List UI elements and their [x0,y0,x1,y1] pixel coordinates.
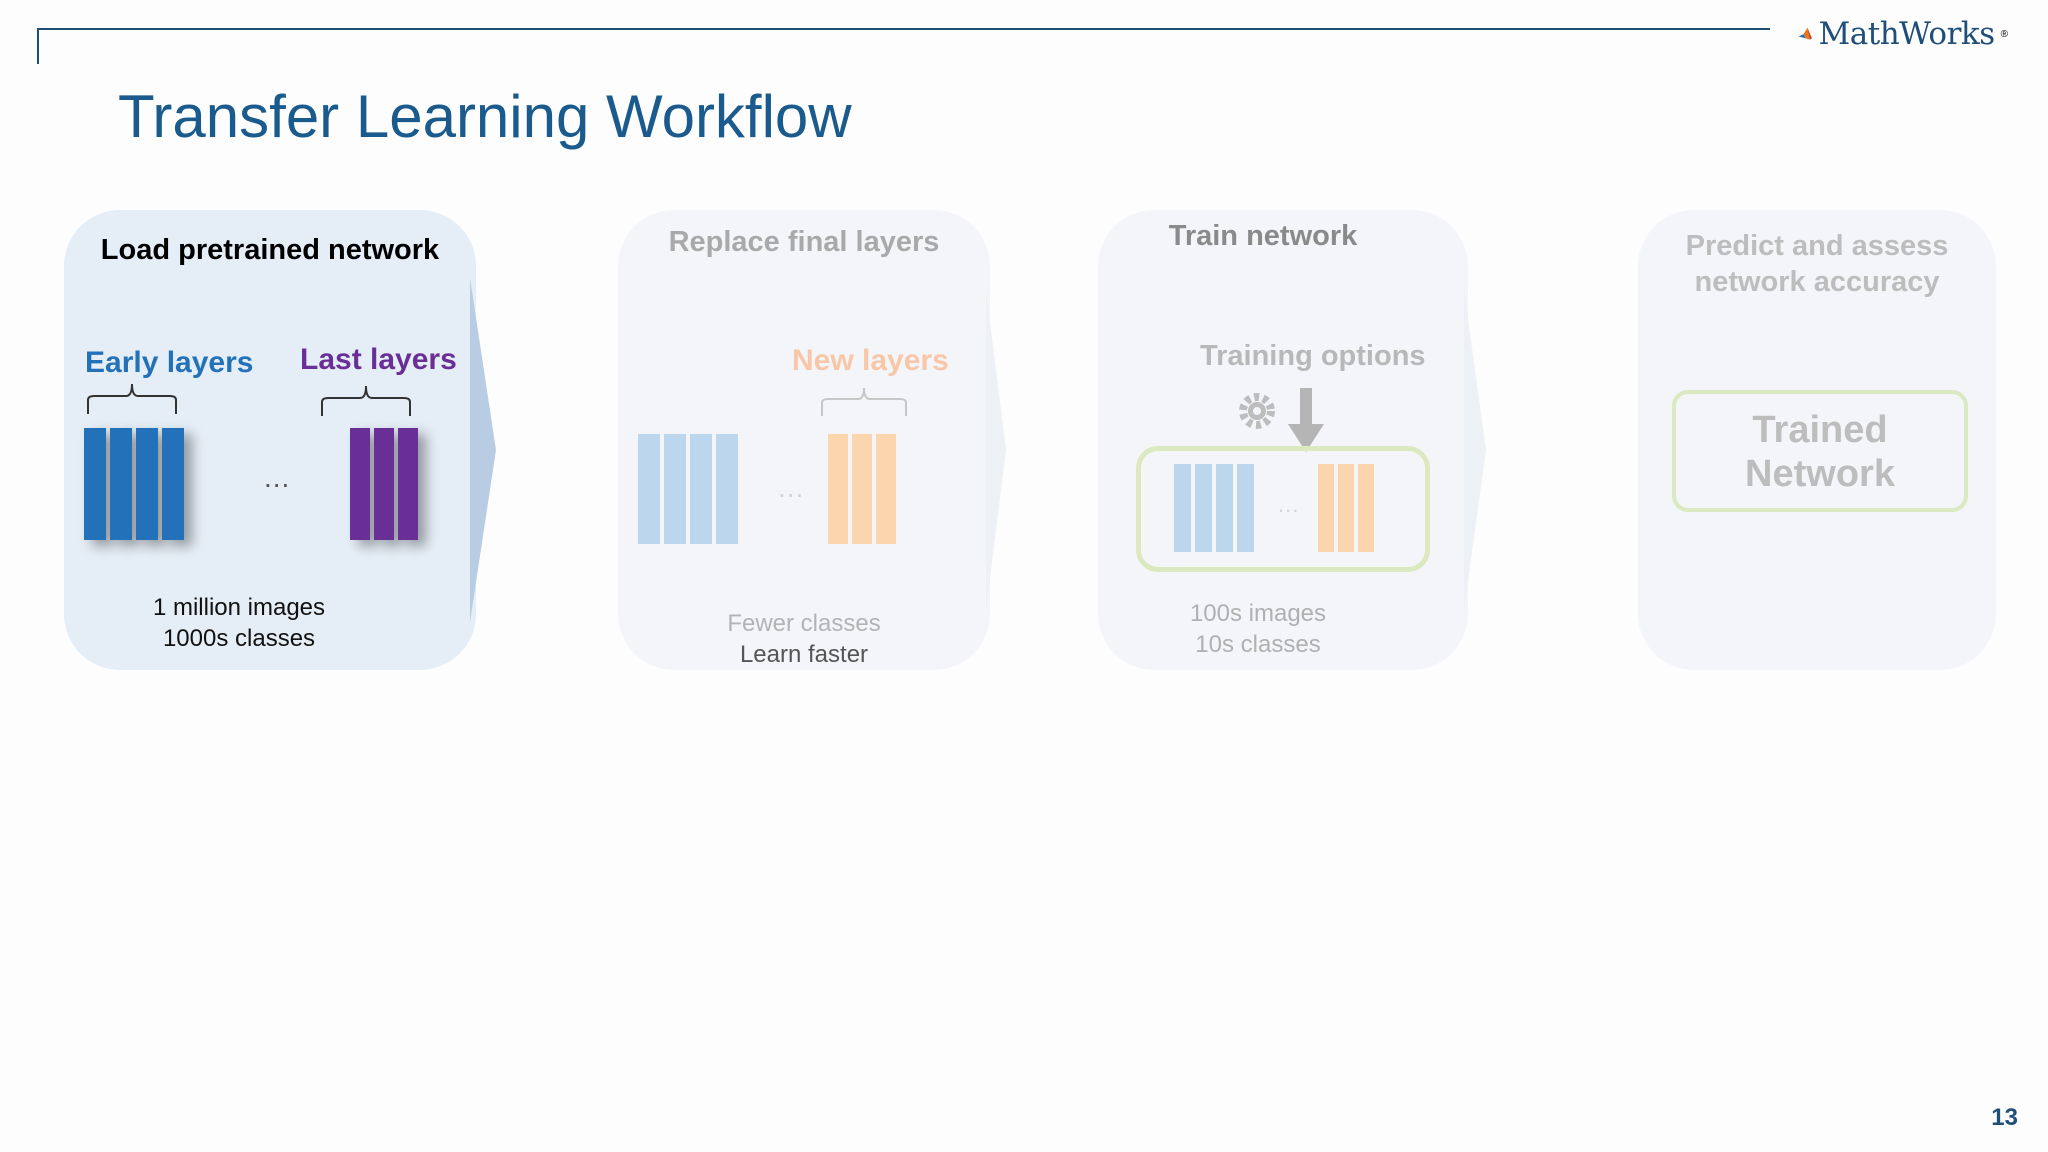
step-card-predict-assess: Predict and assess network accuracy Trai… [1638,210,1996,670]
layer-bar [1318,464,1334,552]
last-layers-brace [321,385,411,416]
down-arrow-icon [1288,388,1324,452]
new-layers-block [1318,464,1374,552]
step-arrow [986,290,1006,610]
layer-bar [84,428,106,540]
last-layers-label: Last layers [300,343,457,376]
title-line: Predict and assess [1685,230,1949,262]
layer-bar [1338,464,1354,552]
step-arrow [470,278,496,622]
caption-line: 100s images [1189,600,1327,627]
caption-line: 1 million images [152,594,326,621]
layer-bar [1216,464,1233,552]
early-layers-brace [87,383,177,414]
step-caption: Fewer classes Learn faster [684,608,924,670]
layer-bar [1237,464,1254,552]
caption-line: 10s classes [1195,631,1321,658]
layer-bar [852,434,872,544]
new-layers-brace [821,387,907,416]
early-layers-label: Early layers [85,346,254,379]
layer-bar [828,434,848,544]
step-card-load-pretrained: Load pretrained network Early layers Las… [64,210,476,670]
step-title: Replace final layers [668,226,940,258]
training-options-label: Training options [1200,340,1426,372]
layer-bar [664,434,686,544]
layer-bar [1358,464,1374,552]
mathworks-logo: MathWorks ® [1798,8,2008,60]
ellipsis: ... [1278,492,1300,517]
title-line: network accuracy [1694,266,1940,298]
caption-line: Fewer classes [727,610,881,637]
caption-line: 1000s classes [162,625,316,652]
ellipsis: ... [778,472,805,503]
new-layers-label: New layers [792,344,949,377]
new-layers-block [828,434,896,544]
header-rule [38,28,1770,30]
step-caption: 1 million images 1000s classes [124,592,354,654]
layer-bar [162,428,184,540]
early-layers-block [84,428,184,540]
early-layers-block [1174,464,1254,552]
step-card-train-network: Train network Training options ... 100s … [1098,210,1468,670]
layer-bar [398,428,418,540]
slide-title: Transfer Learning Workflow [118,83,852,150]
layer-bar [136,428,158,540]
layer-bar [1195,464,1212,552]
layer-bar [110,428,132,540]
step-title: Train network [1168,220,1358,252]
page-number: 13 [1991,1104,2018,1131]
box-line: Network [1745,453,1895,495]
step-title: Predict and assess network accuracy [1638,228,1996,300]
step-caption: 100s images 10s classes [1138,598,1378,660]
last-layers-block [350,428,418,540]
layer-bar [716,434,738,544]
ellipsis: ... [264,462,291,493]
layer-bar [638,434,660,544]
step-arrow [1464,290,1486,610]
layer-bar [374,428,394,540]
step-card-replace-layers: Replace final layers New layers ... Fewe… [618,210,990,670]
caption-line: Learn faster [739,641,869,668]
layer-bar [350,428,370,540]
logo-text: MathWorks [1818,16,1996,52]
gear-icon [1239,393,1275,429]
layer-bar [1174,464,1191,552]
membrane-icon [1798,27,1812,40]
step-title: Load pretrained network [100,234,440,266]
early-layers-block [638,434,738,544]
layer-bar [876,434,896,544]
training-box [1136,446,1430,572]
header-rule-tick [37,28,39,64]
trained-network-box: Trained Network [1672,390,1968,512]
box-line: Trained [1752,409,1888,451]
layer-bar [690,434,712,544]
registered-mark: ® [2000,28,2008,40]
